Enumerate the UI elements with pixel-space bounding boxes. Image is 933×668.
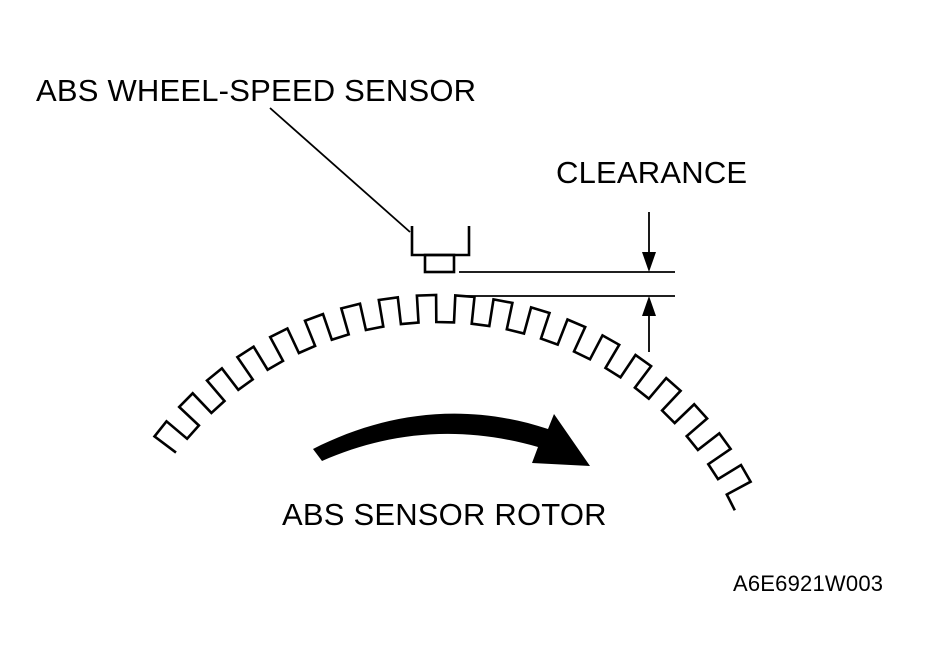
sensor-tip [423,253,456,274]
sensor-label: ABS WHEEL-SPEED SENSOR [36,73,476,108]
curved-arrow-icon [313,413,590,466]
clearance-label: CLEARANCE [556,155,747,190]
sensor-body [410,226,471,257]
arrow-down-icon [642,212,656,272]
rotor-label: ABS SENSOR ROTOR [282,497,607,532]
rotor-teeth-outline [152,293,753,511]
figure-code: A6E6921W003 [733,571,883,596]
arrow-up-icon [642,296,656,352]
sensor-leader-line [269,107,411,233]
